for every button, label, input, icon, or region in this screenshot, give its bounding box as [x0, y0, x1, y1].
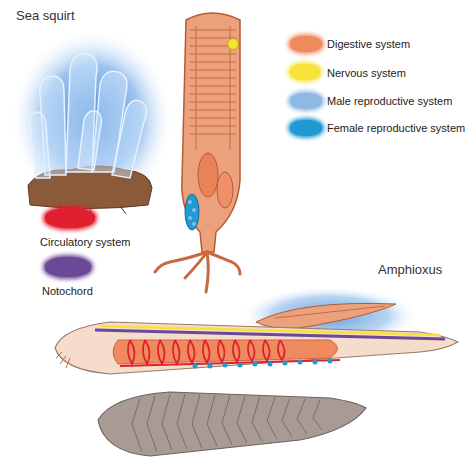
legend-swatch: [290, 93, 322, 109]
legend-text: Nervous system: [327, 67, 406, 80]
legend-swatch: [290, 64, 320, 80]
legend-swatch: [290, 120, 322, 136]
figure-label: Sea squirt: [16, 8, 75, 24]
sea-squirt-body: [155, 13, 240, 292]
legend-text: Digestive system: [327, 38, 410, 51]
legend-text: Notochord: [42, 285, 93, 298]
legend-text: Circulatory system: [40, 236, 130, 249]
legend-text: Female reproductive system: [327, 122, 465, 135]
sea-squirt-colony: [10, 28, 174, 216]
legend-swatch: [45, 208, 95, 228]
figure-label: Amphioxus: [378, 262, 442, 278]
legend-text: Male reproductive system: [327, 95, 452, 108]
legend-swatch: [290, 36, 322, 52]
legend-swatch: [45, 257, 91, 277]
amphioxus-external: [98, 392, 366, 456]
amphioxus-anatomy: [55, 322, 458, 374]
